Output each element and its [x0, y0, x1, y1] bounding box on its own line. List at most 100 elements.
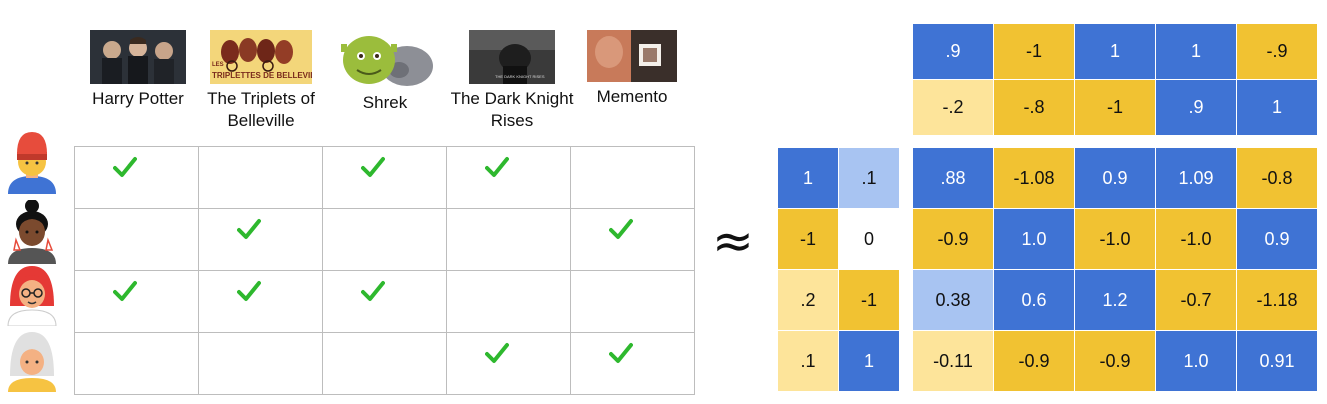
user-gray-hair-avatar-icon	[6, 328, 58, 392]
item-embedding-cell: -1	[1074, 79, 1156, 136]
ratings-row	[74, 332, 695, 395]
user-embedding-cell: -1	[838, 269, 900, 331]
ratings-row	[74, 146, 695, 209]
memento-poster-icon	[587, 30, 677, 82]
rating-cell	[74, 332, 199, 395]
movie-title: Harry Potter	[92, 89, 184, 108]
item-embedding-cell: -.2	[912, 79, 994, 136]
user-embedding-cell: -1	[777, 208, 839, 270]
prediction-cell: -1.0	[1074, 208, 1156, 270]
rating-cell	[198, 208, 323, 271]
checkmark-icon	[236, 280, 261, 302]
checkmark-icon	[236, 218, 261, 240]
prediction-cell: -0.9	[993, 330, 1075, 392]
ratings-grid	[74, 146, 695, 395]
user-embedding-cell: 0	[838, 208, 900, 270]
user-embedding-cell: 1	[777, 147, 839, 209]
user-embedding-row: 1.1	[777, 147, 900, 209]
prediction-cell: -1.08	[993, 147, 1075, 209]
prediction-cell: -0.9	[912, 208, 994, 270]
prediction-cell: -0.7	[1155, 269, 1237, 331]
prediction-cell: 0.38	[912, 269, 994, 331]
checkmark-icon	[484, 156, 509, 178]
prediction-cell: 1.0	[1155, 330, 1237, 392]
rating-cell	[570, 332, 695, 395]
movie-header-shrek: Shrek	[323, 30, 447, 114]
prediction-cell: .88	[912, 147, 994, 209]
triplets-poster-title-text: TRIPLETTES DE BELLEVILLE	[212, 71, 312, 80]
user-embedding-cell: .2	[777, 269, 839, 331]
rating-cell	[446, 146, 571, 209]
item-embedding-cell: -1	[993, 23, 1075, 80]
prediction-cell: 0.91	[1236, 330, 1318, 392]
checkmark-icon	[112, 280, 137, 302]
rating-cell	[446, 332, 571, 395]
user-embedding-row: .2-1	[777, 269, 900, 331]
prediction-cell: -1.18	[1236, 269, 1318, 331]
ratings-row	[74, 208, 695, 271]
rating-cell	[322, 208, 447, 271]
checkmark-icon	[360, 280, 385, 302]
checkmark-icon	[608, 218, 633, 240]
checkmark-icon	[484, 342, 509, 364]
prediction-cell: 0.6	[993, 269, 1075, 331]
rating-cell	[322, 146, 447, 209]
prediction-cell: -0.8	[1236, 147, 1318, 209]
user-black-bun-avatar-icon	[6, 200, 58, 264]
rating-cell	[446, 270, 571, 333]
prediction-cell: 1.0	[993, 208, 1075, 270]
approx-symbol: ≈	[712, 212, 754, 270]
rating-cell	[570, 146, 695, 209]
rating-cell	[74, 146, 199, 209]
movie-header-memento: Memento	[570, 30, 694, 108]
dark-knight-poster-text: THE DARK KNIGHT RISES	[495, 74, 545, 79]
triplets-poster-top-text: LES	[212, 62, 224, 68]
movie-title: The Triplets of Belleville	[207, 89, 315, 130]
rating-cell	[74, 270, 199, 333]
item-embedding-cell: 1	[1236, 79, 1318, 136]
ratings-row	[74, 270, 695, 333]
user-embedding-cell: .1	[838, 147, 900, 209]
rating-cell	[446, 208, 571, 271]
user-embedding-cell: 1	[838, 330, 900, 392]
rating-cell	[198, 270, 323, 333]
prediction-cell: 1.09	[1155, 147, 1237, 209]
prediction-cell: 1.2	[1074, 269, 1156, 331]
user-red-beanie-avatar-icon	[6, 130, 58, 194]
movie-title: Memento	[596, 87, 668, 106]
movie-title: Shrek	[362, 93, 408, 112]
movie-title: The Dark Knight Rises	[450, 89, 574, 130]
prediction-cell: 0.9	[1236, 208, 1318, 270]
user-embedding-cell: .1	[777, 330, 839, 392]
prediction-cell: 0.9	[1074, 147, 1156, 209]
movie-header-dark-knight: THE DARK KNIGHT RISES The Dark Knight Ri…	[450, 30, 574, 132]
movie-header-triplets: LES TRIPLETTES DE BELLEVILLE The Triplet…	[199, 30, 323, 132]
triplets-poster-icon: LES TRIPLETTES DE BELLEVILLE	[210, 30, 312, 84]
rating-cell	[198, 332, 323, 395]
harry-potter-poster-icon	[90, 30, 186, 84]
rating-cell	[198, 146, 323, 209]
item-embedding-cell: .9	[912, 23, 994, 80]
prediction-cell: -0.9	[1074, 330, 1156, 392]
prediction-cell: -1.0	[1155, 208, 1237, 270]
rating-cell	[74, 208, 199, 271]
item-embedding-cell: .9	[1155, 79, 1237, 136]
movie-header-harry-potter: Harry Potter	[76, 30, 200, 110]
rating-cell	[322, 270, 447, 333]
rating-cell	[322, 332, 447, 395]
rating-cell	[570, 208, 695, 271]
item-embedding-cell: 1	[1074, 23, 1156, 80]
user-red-hair-glasses-avatar-icon	[6, 262, 58, 326]
item-embedding-cell: -.9	[1236, 23, 1318, 80]
checkmark-icon	[112, 156, 137, 178]
